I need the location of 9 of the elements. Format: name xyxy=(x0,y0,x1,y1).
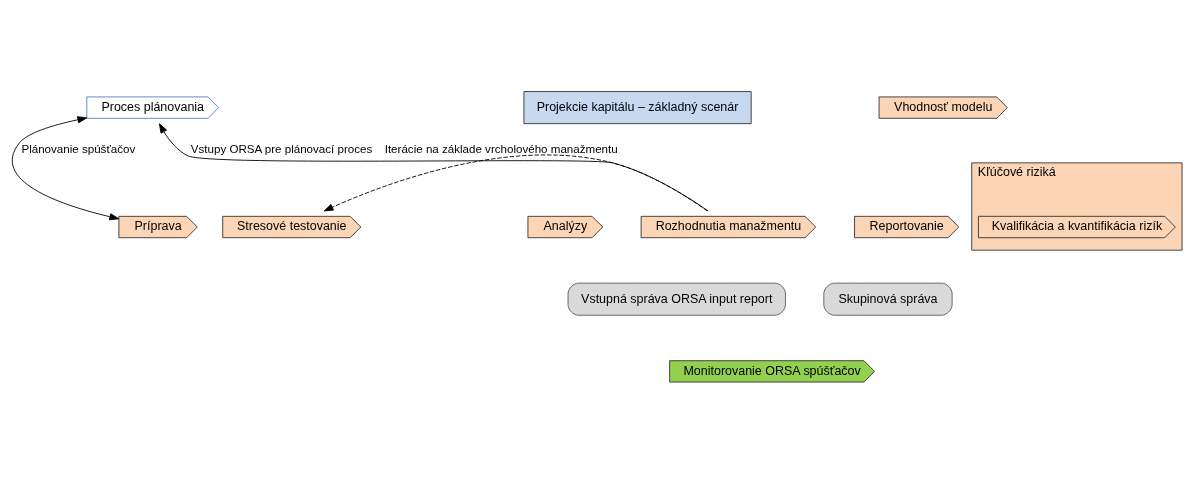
node-box: Projekcie kapitálu – základný scenár xyxy=(523,91,752,125)
arrow xyxy=(11,116,120,221)
edge-label: Iterácie na základe vrcholového manažmentu xyxy=(384,142,618,155)
edge-label: Vstupy ORSA pre plánovací proces xyxy=(190,142,373,155)
arrow xyxy=(323,154,708,212)
arrow xyxy=(158,123,709,212)
node-box: Vstupná správa ORSA input report xyxy=(567,282,786,316)
node-box: Skupinová správa xyxy=(823,282,953,316)
edge-label: Plánovanie spúšťačov xyxy=(21,142,136,155)
